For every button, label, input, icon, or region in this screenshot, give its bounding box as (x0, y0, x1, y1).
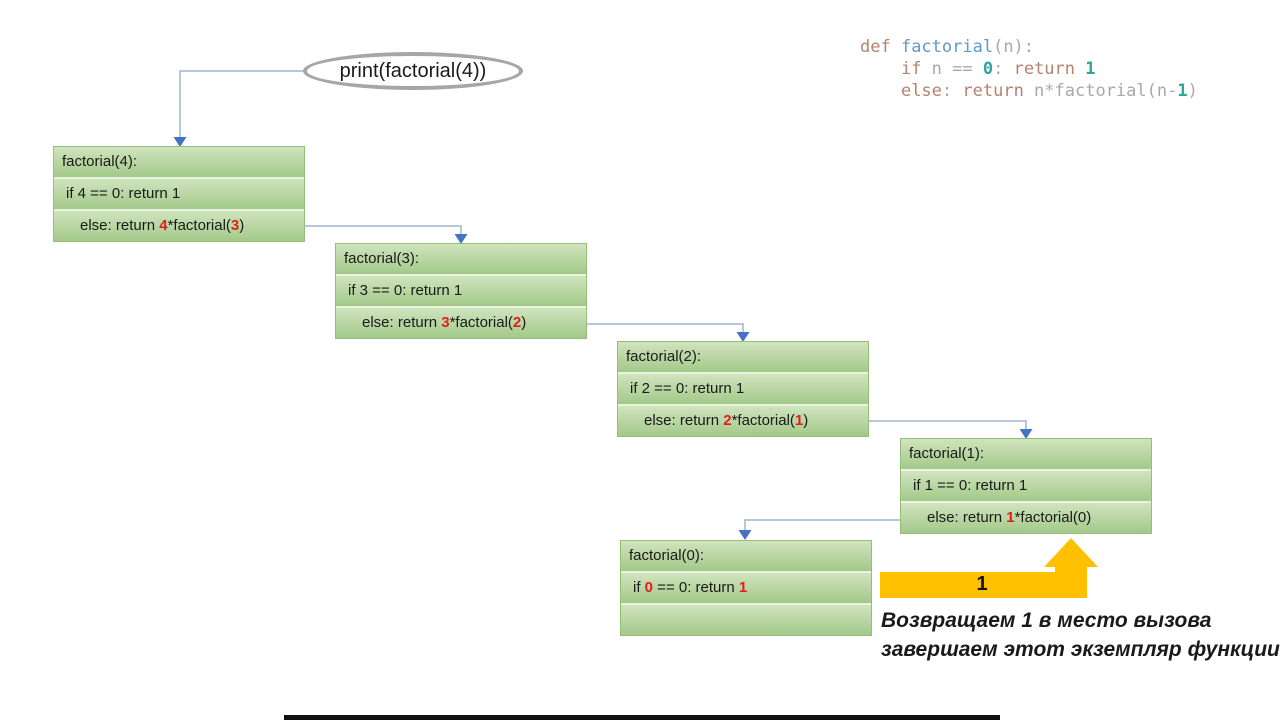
frame-factorial-4: factorial(4): if 4 == 0: return 1 else: … (53, 146, 305, 242)
frame-recursive-row: else: return 2*factorial(1) (618, 406, 868, 436)
return-value-label: 1 (976, 573, 988, 595)
frame-base-case-row: if 3 == 0: return 1 (336, 276, 586, 306)
call-oval: print(factorial(4)) (303, 52, 523, 90)
frame-recursive-row: else: return 1*factorial(0) (901, 503, 1151, 533)
frame-base-case-row: if 2 == 0: return 1 (618, 374, 868, 404)
frame-title: factorial(4): (54, 147, 304, 177)
frame-base-case-row: if 1 == 0: return 1 (901, 471, 1151, 501)
frame-factorial-2: factorial(2): if 2 == 0: return 1 else: … (617, 341, 869, 437)
frame-title: factorial(3): (336, 244, 586, 274)
code-line-1: def factorial(n): (860, 37, 1035, 57)
frame-recursive-row: else: return 3*factorial(2) (336, 308, 586, 338)
call-arrow-f1-to-f0 (744, 519, 900, 531)
frame-base-case-row: if 4 == 0: return 1 (54, 179, 304, 209)
arrowhead-f0-icon (738, 530, 752, 540)
frame-title: factorial(2): (618, 342, 868, 372)
call-oval-label: print(factorial(4)) (339, 59, 487, 82)
call-arrow-f4-to-f3 (305, 225, 462, 234)
frame-recursive-row: else: return 4*factorial(3) (54, 211, 304, 241)
return-caption-line1: Возвращаем 1 в место вызова (881, 609, 1212, 632)
call-arrow-print-to-f4 (179, 70, 305, 137)
code-line-2: if n == 0: return 1 (900, 59, 1096, 79)
frame-title: factorial(1): (901, 439, 1151, 469)
frame-empty-row (621, 605, 871, 635)
call-arrow-f3-to-f2 (587, 323, 744, 332)
frame-factorial-0: factorial(0): if 0 == 0: return 1 (620, 540, 872, 636)
call-arrow-f2-to-f1 (869, 420, 1027, 429)
return-caption: Возвращаем 1 в место вызова завершаем эт… (881, 606, 1280, 664)
frame-base-case-row: if 0 == 0: return 1 (621, 573, 871, 603)
code-snippet: def factorial(n): if n == 0: return 1 el… (860, 36, 1198, 102)
frame-factorial-1: factorial(1): if 1 == 0: return 1 else: … (900, 438, 1152, 534)
code-line-3: else: return n*factorial(n-1) (900, 81, 1198, 101)
frame-title: factorial(0): (621, 541, 871, 571)
video-progress-bar[interactable] (284, 715, 1000, 720)
frame-factorial-3: factorial(3): if 3 == 0: return 1 else: … (335, 243, 587, 339)
return-caption-line2: завершаем этот экземпляр функции (881, 638, 1280, 661)
